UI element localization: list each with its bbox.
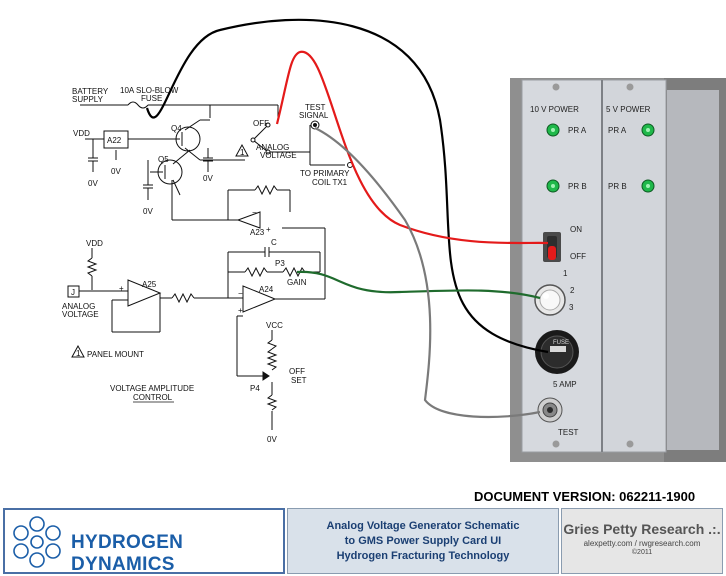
document-title-box: Analog Voltage Generator Schematic to GM… bbox=[287, 508, 559, 574]
fuse-holder[interactable] bbox=[535, 330, 579, 374]
vac-label-2: CONTROL bbox=[133, 393, 173, 402]
p3-label: P3 bbox=[275, 259, 285, 268]
fuse-label-2: FUSE bbox=[141, 94, 162, 103]
a24-label: A24 bbox=[259, 285, 274, 294]
test-bnc-connector[interactable] bbox=[537, 397, 563, 423]
card-10v-power bbox=[521, 79, 603, 453]
company-urls: alexpetty.com / rwgresearch.com bbox=[583, 539, 701, 548]
card1-title: 10 V POWER bbox=[530, 105, 579, 114]
to-primary-label-2: COIL TX1 bbox=[312, 178, 348, 187]
test-signal-label-2: SIGNAL bbox=[299, 111, 329, 120]
a25-plus: + bbox=[119, 284, 124, 293]
off-panel-label: OFF bbox=[570, 252, 586, 261]
pr-b-label-2: PR B bbox=[608, 182, 627, 191]
vdd-label: VDD bbox=[73, 129, 90, 138]
to-primary-label-1: TO PRIMARY bbox=[300, 169, 350, 178]
vcc-label: VCC bbox=[266, 321, 283, 330]
title-line-3: Hydrogen Fracturing Technology bbox=[336, 550, 510, 562]
author-box: Gries Petty Research .:. alexpetty.com /… bbox=[561, 508, 723, 574]
a25-label: A25 bbox=[142, 280, 157, 289]
analog-voltage-in-label-1: ANALOG bbox=[62, 302, 95, 311]
knob-pos-1: 1 bbox=[563, 269, 568, 278]
test-signal-label-1: TEST bbox=[305, 103, 326, 112]
brand-box: HYDROGEN DYNAMICS bbox=[3, 508, 285, 575]
gain-rotary-knob[interactable] bbox=[534, 284, 566, 316]
pr-b-label-1: PR B bbox=[568, 182, 587, 191]
battery-supply-label-1: BATTERY bbox=[72, 87, 109, 96]
zero-v-label-3: 0V bbox=[203, 174, 213, 183]
pr-a-label-1: PR A bbox=[568, 126, 587, 135]
analog-voltage-in-label-2: VOLTAGE bbox=[62, 310, 99, 319]
copyright-year: ©2011 bbox=[631, 549, 653, 556]
pr-a-label-2: PR A bbox=[608, 126, 627, 135]
p4-label: P4 bbox=[250, 384, 260, 393]
green-wire bbox=[296, 270, 541, 300]
a23-minus: − bbox=[252, 208, 257, 217]
analog-voltage-switch-label-1: ANALOG bbox=[256, 143, 289, 152]
q5-label: Q5 bbox=[158, 155, 169, 164]
fuse-label-1: 10A SLO-BLOW bbox=[120, 86, 179, 95]
analog-voltage-toggle-switch[interactable] bbox=[543, 232, 561, 262]
title-line-2: to GMS Power Supply Card UI bbox=[344, 535, 502, 547]
off-set-label-1: OFF bbox=[289, 367, 305, 376]
zero-v-label-2: 0V bbox=[111, 167, 121, 176]
footer-bar: HYDROGEN DYNAMICS Analog Voltage Generat… bbox=[3, 508, 723, 575]
gain-label: GAIN bbox=[287, 278, 307, 287]
zero-v-label-5: 0V bbox=[267, 435, 277, 444]
a22-label: A22 bbox=[107, 136, 122, 145]
j-box-label: J bbox=[71, 288, 75, 297]
brand-name: HYDROGEN DYNAMICS bbox=[71, 532, 184, 575]
black-wire bbox=[145, 18, 549, 354]
c-mark: C bbox=[271, 238, 277, 247]
a23-label: A23 bbox=[250, 228, 265, 237]
title-line-1: Analog Voltage Generator Schematic bbox=[326, 520, 520, 532]
schematic-labels: BATTERY SUPPLY 10A SLO-BLOW FUSE VDD A22… bbox=[62, 86, 350, 444]
knob-pos-3: 3 bbox=[569, 303, 574, 312]
vdd-label-2: VDD bbox=[86, 239, 103, 248]
panel-mount-mark: 1 bbox=[76, 349, 81, 358]
zero-v-label-1: 0V bbox=[88, 179, 98, 188]
test-label: TEST bbox=[558, 428, 579, 437]
document-version: DOCUMENT VERSION: 062211-1900 bbox=[474, 489, 696, 504]
red-wire bbox=[275, 50, 549, 245]
q4-label: Q4 bbox=[171, 124, 182, 133]
fuse-label: FUSE bbox=[553, 340, 569, 346]
company-name: Gries Petty Research .:. bbox=[563, 521, 721, 537]
on-label: ON bbox=[570, 225, 582, 234]
zero-v-label-4: 0V bbox=[143, 207, 153, 216]
card2-title: 5 V POWER bbox=[606, 105, 651, 114]
battery-supply-label-2: SUPPLY bbox=[72, 95, 104, 104]
off-label: OFF bbox=[253, 119, 269, 128]
gray-wire bbox=[314, 127, 541, 419]
connection-wires bbox=[145, 18, 549, 419]
warning-mark: 1 bbox=[240, 148, 245, 157]
a24-minus: − bbox=[238, 289, 243, 298]
panel-mount-label: PANEL MOUNT bbox=[87, 350, 144, 359]
card-5v-power bbox=[601, 79, 667, 453]
off-set-label-2: SET bbox=[291, 376, 307, 385]
hydrogen-dynamics-logo-icon bbox=[13, 516, 61, 568]
a24-plus: + bbox=[238, 306, 243, 315]
vac-label-1: VOLTAGE AMPLITUDE bbox=[110, 384, 194, 393]
analog-voltage-switch-label-2: VOLTAGE bbox=[260, 151, 297, 160]
a23-plus: + bbox=[266, 225, 271, 234]
knob-pos-2: 2 bbox=[570, 286, 575, 295]
fuse-amp-label: 5 AMP bbox=[553, 380, 577, 389]
power-supply-panel: 10 V POWER 5 V POWER PR A PR B PR A PR B… bbox=[510, 78, 726, 462]
schematic-lines bbox=[67, 101, 353, 430]
